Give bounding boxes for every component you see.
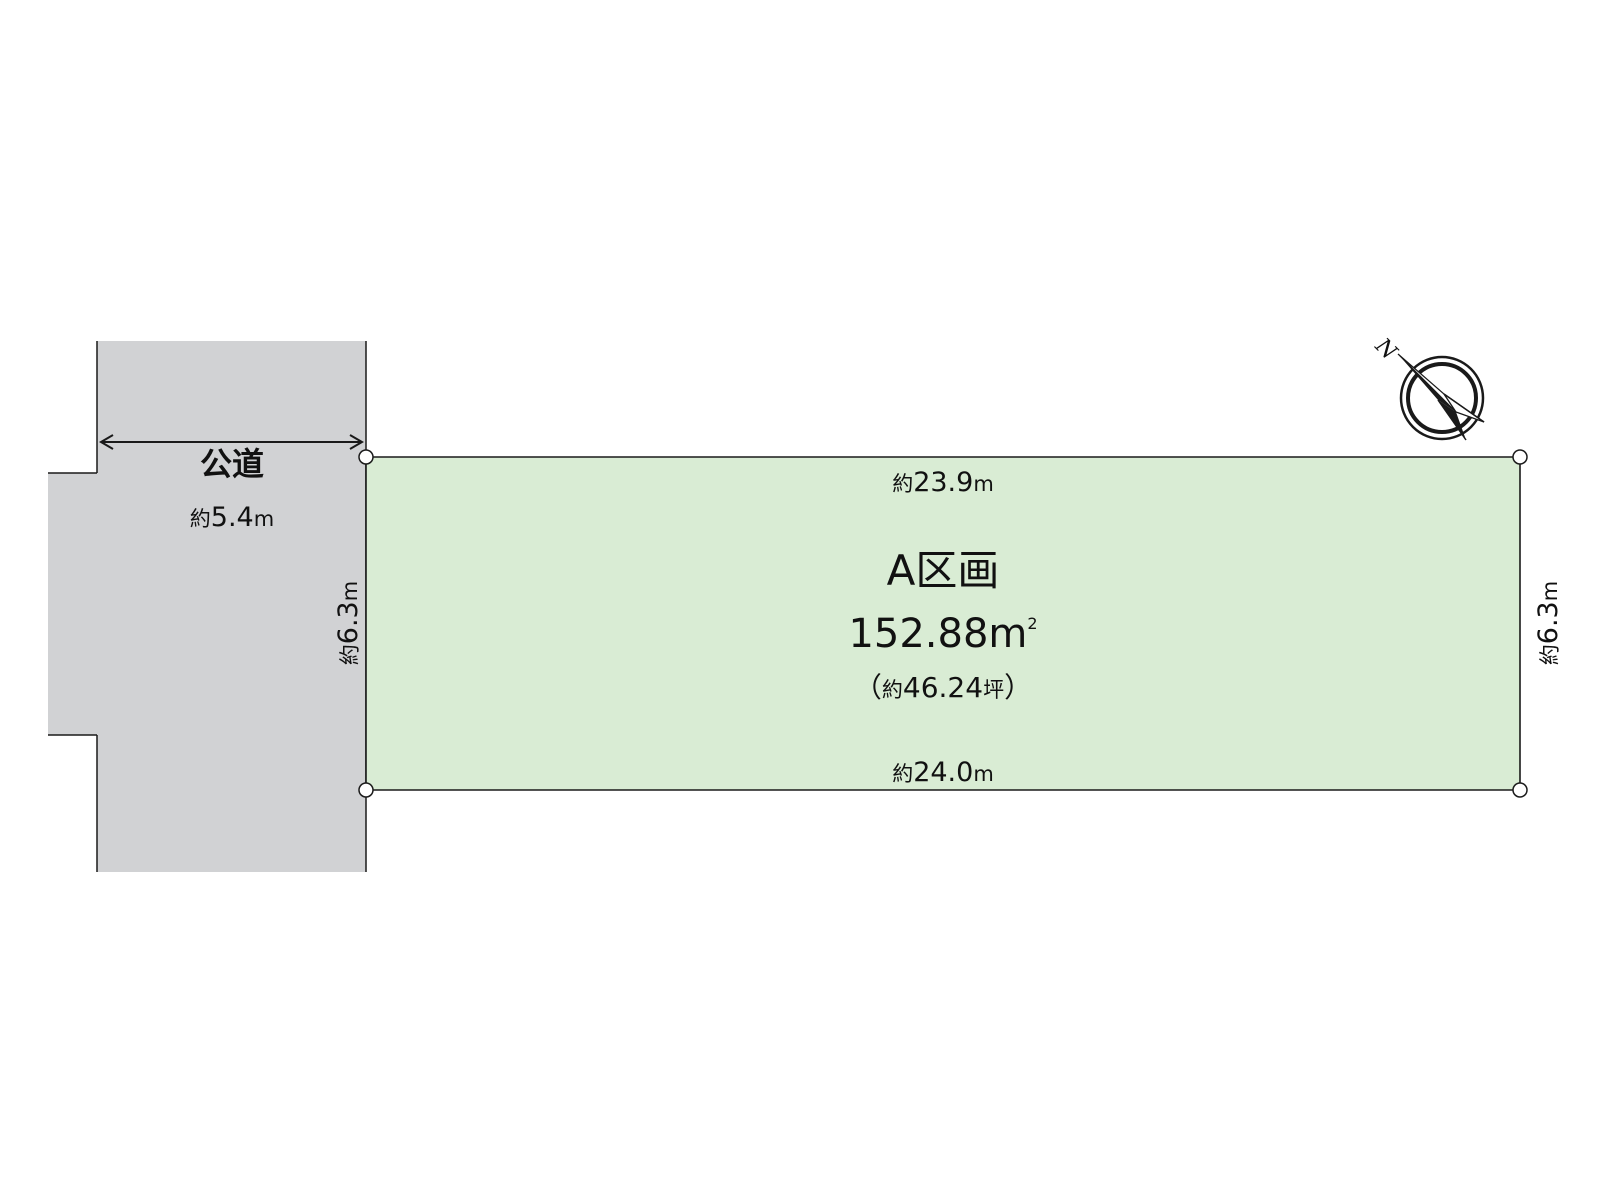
- road-width-arrow: [99, 434, 364, 450]
- lot-corner-bottom-left: [358, 782, 374, 798]
- lot-name: A区画: [887, 546, 1000, 595]
- road-area: [48, 341, 366, 872]
- public-road: 公道 約5.4m: [48, 341, 367, 872]
- lot-dim-top: 約23.9m: [892, 467, 994, 498]
- lot-corner-top-right: [1512, 449, 1528, 465]
- lot-tsubo-label: （約46.24坪）: [854, 671, 1032, 704]
- lot-area-label: 152.88m2: [848, 611, 1037, 657]
- road-label: 公道: [200, 445, 264, 483]
- lot-a: 約23.9m 約24.0m 約6.3m 約6.3m A区画 152.88m2 （…: [333, 449, 1564, 798]
- lot-dim-right: 約6.3m: [1533, 581, 1564, 665]
- road-width-label: 約5.4m: [190, 502, 274, 533]
- north-compass-icon: [1397, 353, 1485, 441]
- lot-corner-top-left: [358, 449, 374, 465]
- lot-corner-bottom-right: [1512, 782, 1528, 798]
- north-label: N: [1369, 333, 1402, 366]
- lot-dim-left: 約6.3m: [333, 581, 364, 665]
- lot-dim-bottom: 約24.0m: [892, 757, 994, 788]
